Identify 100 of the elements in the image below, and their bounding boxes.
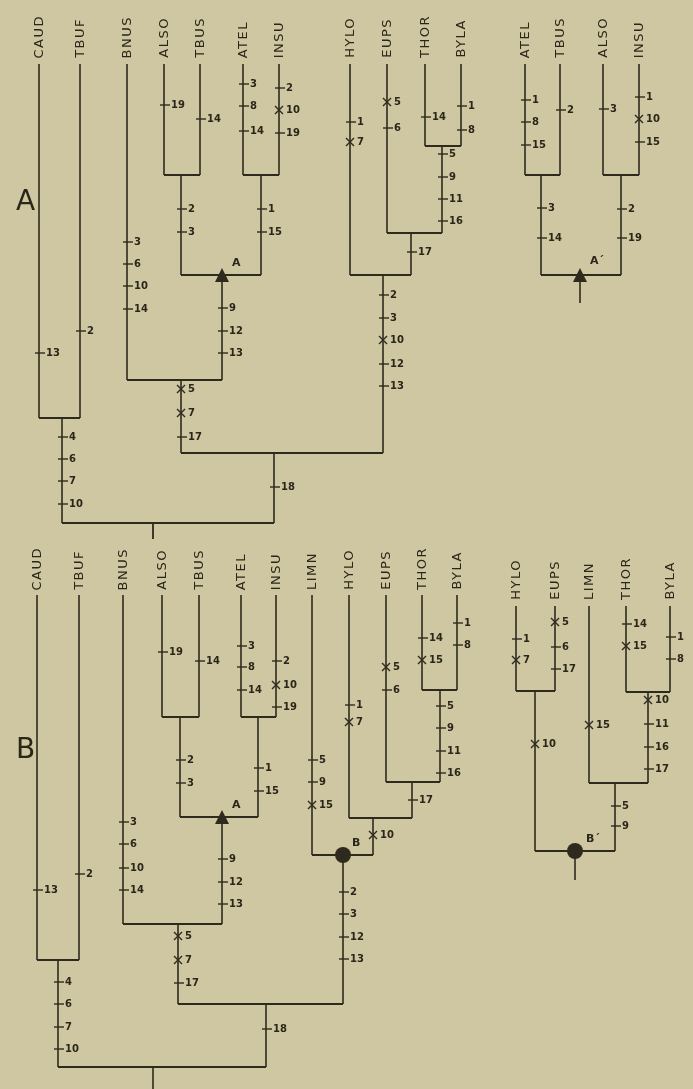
character-number: 3: [134, 236, 141, 248]
taxon-label: BNUS: [117, 547, 129, 590]
character-number: 13: [46, 347, 60, 359]
character-number: 1: [468, 100, 475, 112]
character-number: 2: [86, 868, 93, 880]
taxon-label: INSU: [633, 20, 645, 58]
branch-line: [567, 843, 583, 881]
taxon-label: INSU: [270, 552, 282, 590]
character-number: 6: [69, 453, 76, 465]
branch-line: [421, 594, 423, 691]
character-number: 17: [419, 794, 433, 806]
branch-line: [199, 63, 201, 176]
character-number: 12: [350, 931, 364, 943]
character-number: 6: [562, 641, 569, 653]
character-number: 13: [229, 347, 243, 359]
character-number: 15: [596, 719, 610, 731]
taxon-label: TBUF: [73, 550, 85, 590]
character-number: 5: [394, 96, 401, 108]
branch-line: [588, 605, 590, 784]
character-number: 1: [356, 699, 363, 711]
character-number: 8: [464, 639, 471, 651]
character-number: 12: [229, 325, 243, 337]
character-number: 10: [646, 113, 660, 125]
branch-line: [524, 63, 526, 176]
character-number: 11: [655, 718, 669, 730]
character-number: 1: [677, 631, 684, 643]
character-number: 1: [268, 203, 275, 215]
character-number: 10: [286, 104, 300, 116]
character-number: 2: [286, 82, 293, 94]
character-number: 18: [273, 1023, 287, 1035]
branch-line: [275, 594, 277, 718]
branch-line: [265, 1003, 267, 1068]
taxon-label: TBUF: [74, 18, 86, 58]
character-number: 14: [250, 125, 264, 137]
branch-line: [177, 923, 179, 1005]
character-number: 3: [350, 908, 357, 920]
character-number: 5: [447, 700, 454, 712]
branch-line: [198, 594, 200, 718]
character-number: 4: [65, 976, 72, 988]
taxon-label: BYLA: [455, 19, 467, 58]
character-number: 5: [188, 383, 195, 395]
character-number: 10: [390, 334, 404, 346]
character-number: 14: [633, 618, 647, 630]
taxon-label: TBUS: [193, 549, 205, 590]
character-number: 4: [69, 431, 76, 443]
character-number: 3: [130, 816, 137, 828]
character-number: 6: [134, 258, 141, 270]
character-number: 5: [319, 754, 326, 766]
character-number: 7: [356, 716, 363, 728]
character-number: 19: [628, 232, 642, 244]
character-number: 5: [562, 616, 569, 628]
taxon-label: ATEL: [519, 20, 531, 58]
taxon-label: BNUS: [121, 15, 133, 58]
taxon-label: TBUS: [194, 17, 206, 58]
character-number: 2: [187, 754, 194, 766]
taxon-label: CAUD: [33, 14, 45, 58]
character-number: 2: [350, 886, 357, 898]
branch-line: [180, 379, 182, 454]
branch-line: [126, 63, 128, 381]
character-number: 16: [655, 741, 669, 753]
taxon-label: BYLA: [451, 551, 463, 590]
character-number: 9: [622, 820, 629, 832]
node-label: B´: [586, 833, 600, 845]
character-number: 3: [250, 78, 257, 90]
character-number: 8: [677, 653, 684, 665]
character-number: 3: [548, 202, 555, 214]
branch-line: [57, 959, 59, 1068]
character-number: 17: [418, 246, 432, 258]
character-number: 12: [229, 876, 243, 888]
character-number: 19: [286, 127, 300, 139]
character-number: 7: [65, 1021, 72, 1033]
taxon-label: EUPS: [549, 560, 561, 600]
character-number: 15: [319, 799, 333, 811]
character-number: 3: [188, 226, 195, 238]
character-number: 13: [350, 953, 364, 965]
character-number: 6: [65, 998, 72, 1010]
character-number: 10: [380, 829, 394, 841]
character-number: 9: [447, 722, 454, 734]
character-number: 9: [319, 776, 326, 788]
branch-line: [257, 716, 259, 818]
taxon-label: HYLO: [343, 549, 355, 590]
branch-line: [260, 174, 262, 276]
character-number: 1: [357, 116, 364, 128]
character-number: 14: [432, 111, 446, 123]
character-number: 1: [265, 762, 272, 774]
character-number: 9: [229, 853, 236, 865]
node-label: B: [352, 837, 361, 849]
branch-line: [620, 174, 622, 276]
character-number: 9: [449, 171, 456, 183]
character-number: 2: [628, 203, 635, 215]
character-number: 2: [87, 325, 94, 337]
branch-line: [602, 63, 604, 176]
character-number: 7: [185, 954, 192, 966]
character-number: 16: [447, 767, 461, 779]
taxon-label: BYLA: [664, 561, 676, 600]
character-number: 15: [633, 640, 647, 652]
taxon-label: HYLO: [510, 559, 522, 600]
branch-line: [540, 174, 542, 276]
branch-line: [424, 63, 426, 147]
branch-line: [36, 594, 38, 961]
